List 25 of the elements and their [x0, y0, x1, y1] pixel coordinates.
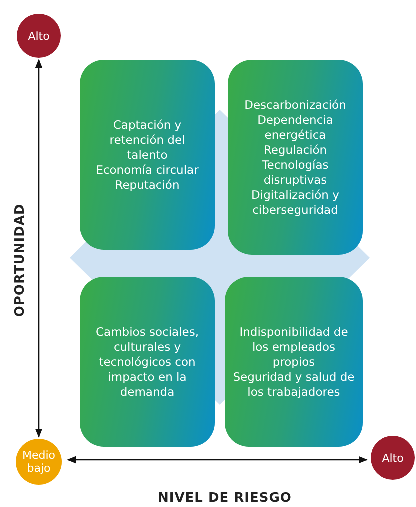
level-text: Alto	[28, 30, 50, 42]
quadrant-card	[80, 277, 215, 447]
level-text: Medio bajo	[21, 449, 57, 475]
risk-item: Dependencia energética	[256, 112, 334, 142]
axis-title: NIVEL DE RIESGO	[158, 490, 292, 506]
quadrant-card	[228, 60, 363, 255]
risk-item: Economía circular	[96, 162, 199, 178]
quadrant-card	[225, 277, 363, 447]
level-circle	[17, 14, 61, 58]
risk-item: Cambios sociales, culturales y tecnológicos con impacto en la demanda	[95, 324, 200, 400]
risk-item: Tecnologías disruptivas	[261, 158, 330, 188]
risk-item: Digitalización y ciberseguridad	[250, 188, 340, 218]
risk-item: Descarbonización	[244, 98, 346, 112]
level-circle	[16, 439, 62, 485]
risk-item: Seguridad y salud de los trabajadores	[233, 370, 355, 400]
risk-item: Captación y retención del talento	[108, 118, 186, 162]
risk-item: Reputación	[115, 178, 180, 192]
level-circle	[371, 436, 415, 480]
risk-item: Regulación	[264, 142, 328, 158]
level-text: Alto	[382, 452, 404, 464]
axis-arrow	[67, 456, 368, 464]
quadrant-card	[80, 60, 215, 250]
axis-title: OPORTUNIDAD	[12, 203, 28, 317]
risk-item: Indisponibilidad de los empleados propios	[238, 324, 350, 370]
axis-arrow	[35, 59, 43, 438]
